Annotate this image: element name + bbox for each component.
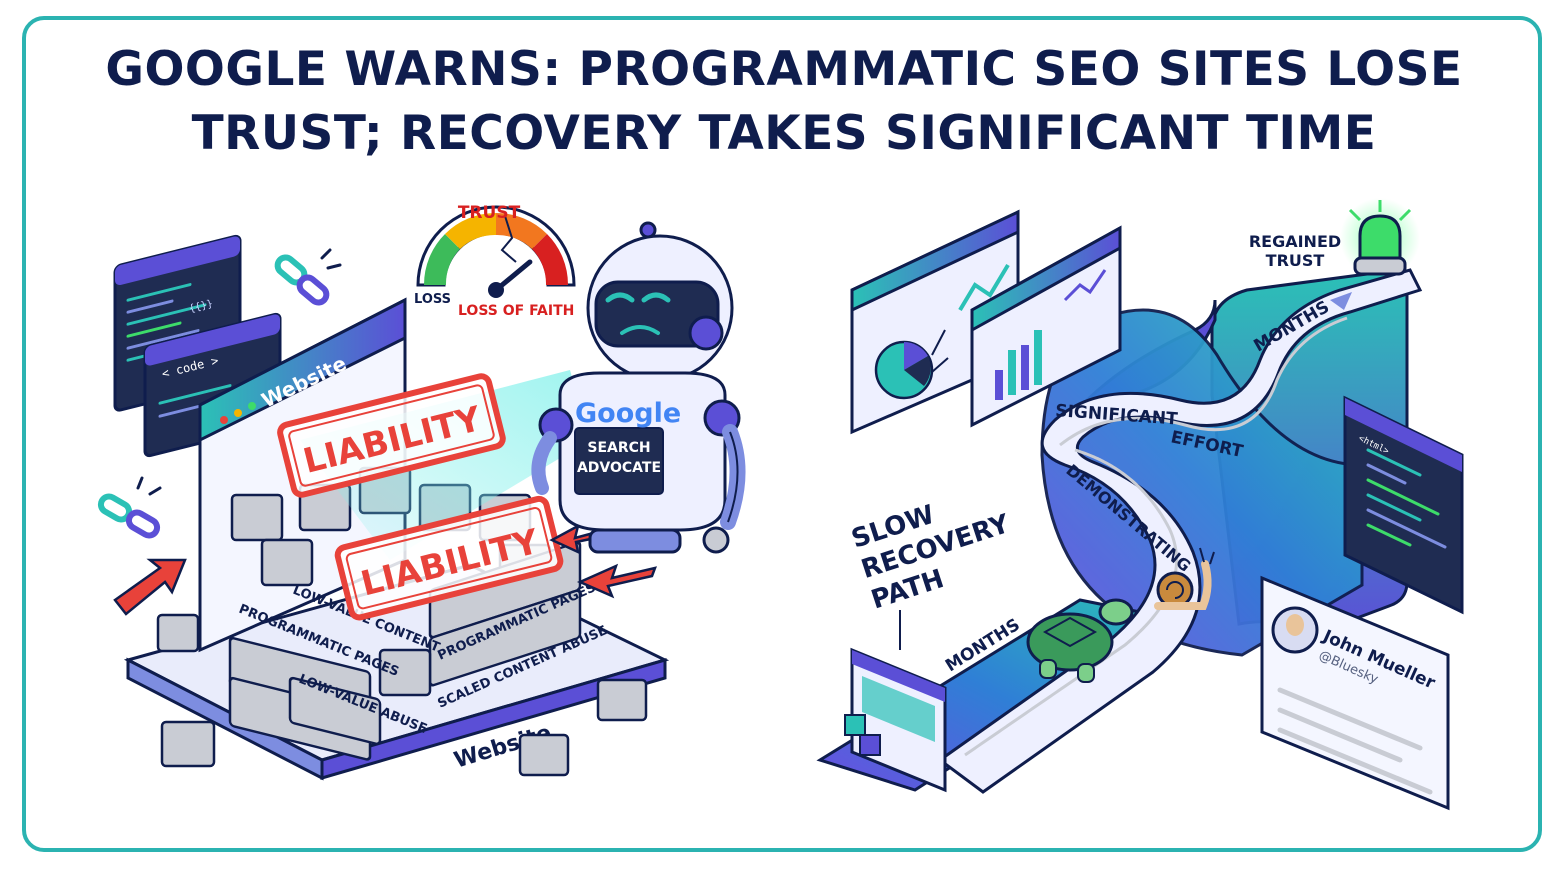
goal-line-1: REGAINED xyxy=(1249,232,1341,251)
google-robot xyxy=(531,221,746,554)
turtle-icon xyxy=(1026,598,1134,683)
robot-role-line-2: ADVOCATE xyxy=(577,460,661,476)
robot-brand-logo: Google xyxy=(575,398,681,429)
right-scene: MONTHS DEMONSTRATING SIGNIFICANT EFFORT … xyxy=(816,198,1464,811)
recovery-path xyxy=(816,268,1423,794)
snail-icon xyxy=(1154,547,1215,610)
analytics-window-bars xyxy=(970,225,1122,428)
gauge-left-label: LOSS xyxy=(414,292,451,307)
pressure-arrow-icon xyxy=(113,558,187,616)
slow-recovery-heading: SLOW RECOVERY PATH xyxy=(848,500,1014,616)
headline-line-1: GOOGLE WARNS: PROGRAMMATIC SEO SITES LOS… xyxy=(105,42,1463,97)
beacon-light-icon xyxy=(1348,200,1412,276)
broken-link-icon xyxy=(274,248,342,306)
scan-beam xyxy=(300,370,590,560)
start-website-panel xyxy=(844,647,947,793)
broken-link-icon xyxy=(97,476,162,539)
headline-line-2: TRUST; RECOVERY TAKES SIGNIFICANT TIME xyxy=(191,106,1377,161)
code-window-right: <html> xyxy=(1343,395,1464,615)
gauge-right-label: LOSS OF FAITH xyxy=(458,303,574,319)
robot-role-line-1: SEARCH xyxy=(587,440,650,456)
trust-gauge xyxy=(416,205,576,298)
left-scene: Website {{}} < code > xyxy=(97,203,746,781)
goal-line-2: TRUST xyxy=(1266,251,1325,270)
gauge-title: TRUST xyxy=(458,203,521,223)
profile-card xyxy=(1260,575,1450,811)
headline: GOOGLE WARNS: PROGRAMMATIC SEO SITES LOS… xyxy=(0,38,1568,166)
pressure-arrow-icon xyxy=(576,563,657,599)
liability-stamp-top: LIABILITY xyxy=(277,373,506,498)
